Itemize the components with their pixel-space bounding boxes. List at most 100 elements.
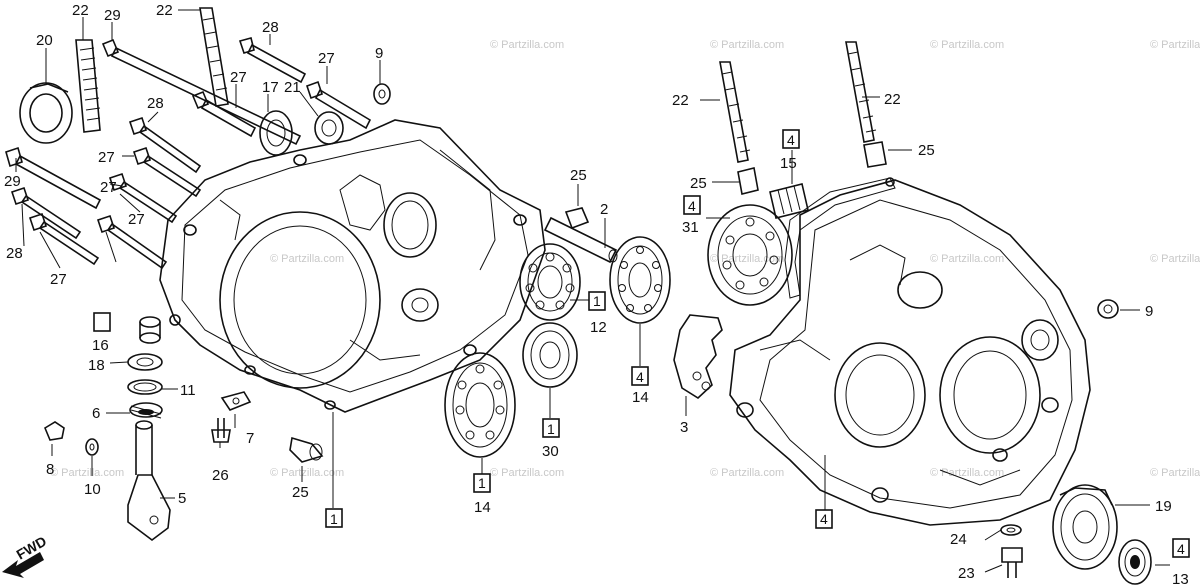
callout-28: 28: [147, 95, 164, 112]
callout-31: 31: [682, 219, 699, 236]
stud-22-d: [845, 41, 877, 143]
bolt-27-upper: [191, 90, 257, 138]
right-crankcase-half: [729, 177, 1091, 526]
callout-28: 28: [262, 19, 279, 36]
boxed-ref-4: 4: [787, 132, 795, 148]
callout-13: 13: [1172, 571, 1189, 588]
bearing-19: [1052, 484, 1118, 570]
callout-8: 8: [46, 461, 54, 478]
ring-11: [127, 379, 163, 395]
callout-2: 2: [600, 201, 608, 218]
bolt-28-top: [238, 37, 307, 84]
callout-26: 26: [212, 467, 229, 484]
box-frame: [782, 129, 800, 149]
bolt-29-top: [101, 38, 302, 146]
boxed-ref-1: 1: [478, 475, 486, 491]
box-frame: [93, 312, 111, 332]
oil-seal-20: [19, 82, 73, 144]
washer-9-right: [1097, 299, 1119, 319]
callout-21: 21: [284, 79, 301, 96]
callout-14: 14: [632, 389, 649, 406]
callout-28: 28: [6, 245, 23, 262]
seal-18: [127, 353, 163, 371]
bolt-26: [211, 418, 231, 443]
bolt-27-d: [96, 214, 168, 270]
callout-6: 6: [92, 405, 100, 422]
box-frame: [1172, 538, 1190, 558]
callout-20: 20: [36, 32, 53, 49]
dowel-25-left: [289, 436, 324, 463]
callout-27: 27: [50, 271, 67, 288]
callout-25: 25: [690, 175, 707, 192]
callout-22: 22: [884, 91, 901, 108]
stud-22-b: [199, 7, 229, 107]
callout-11: 11: [180, 382, 196, 399]
pin-2: [543, 216, 618, 264]
bearing-14-left: [444, 352, 516, 458]
watermark: © Partzilla.com: [490, 467, 564, 479]
watermark: © Partzilla.com: [930, 253, 1004, 265]
callout-18: 18: [88, 357, 105, 374]
leader-lines: [15, 9, 1170, 573]
dowel-25-center: [564, 207, 590, 230]
watermark: © Partzilla.com: [50, 467, 124, 479]
bolt-8: [43, 421, 65, 441]
boxed-ref-4: 4: [820, 511, 828, 527]
watermark: © Partzilla.com: [710, 39, 784, 51]
washer-9-left: [373, 83, 391, 105]
oil-seal-21: [314, 111, 344, 145]
box-frame: [631, 366, 649, 386]
watermark: © Partzilla.com: [1150, 253, 1200, 265]
box-frame: [473, 473, 491, 493]
washer-24: [1000, 524, 1022, 536]
callout-19: 19: [1155, 498, 1172, 515]
bearing-31: [707, 204, 793, 306]
callout-22: 22: [672, 92, 689, 109]
watermark: © Partzilla.com: [930, 467, 1004, 479]
watermark: © Partzilla.com: [270, 467, 344, 479]
box-frame: [815, 509, 833, 529]
callout-7: 7: [246, 430, 254, 447]
box-frame: [325, 508, 343, 528]
box-frame: [542, 418, 560, 438]
bolt-27-right: [305, 80, 372, 130]
callout-16: 16: [92, 337, 109, 354]
bearing-13: [1118, 539, 1152, 585]
stud-22-a: [75, 39, 101, 133]
dowel-25-right-1: [737, 167, 759, 195]
watermark: © Partzilla.com: [1150, 39, 1200, 51]
boxed-ref-4: 4: [1177, 541, 1185, 557]
callout-labels: 22 29 22 20 28 27 27 9 17 21 28 27 29 27…: [4, 2, 1189, 588]
bolt-28-mid: [128, 116, 202, 174]
bearing-14-right: [609, 236, 671, 324]
needle-bearing-15: [769, 183, 809, 219]
callout-27: 27: [98, 149, 115, 166]
dowel-25-right-2: [863, 141, 887, 168]
bearing-12: [519, 243, 581, 321]
watermark: © Partzilla.com: [1150, 467, 1200, 479]
crankcase-gasket: [673, 177, 896, 400]
watermark: © Partzilla.com: [710, 467, 784, 479]
box-frame: [683, 195, 701, 215]
callout-27: 27: [318, 50, 335, 67]
callout-9: 9: [1145, 303, 1153, 320]
spring-6: [129, 402, 163, 419]
watermarks: © Partzilla.com © Partzilla.com © Partzi…: [50, 39, 1200, 479]
callout-25: 25: [570, 167, 587, 184]
washer-10: [85, 438, 99, 456]
callout-12: 12: [590, 319, 607, 336]
callout-27: 27: [230, 69, 247, 86]
callout-15: 15: [780, 155, 797, 172]
callout-30: 30: [542, 443, 559, 460]
callout-22: 22: [156, 2, 173, 19]
callout-5: 5: [178, 490, 186, 507]
boxed-ref-1: 1: [547, 421, 555, 437]
callout-9: 9: [375, 45, 383, 62]
callout-14: 14: [474, 499, 491, 516]
callout-23: 23: [958, 565, 975, 582]
callout-17: 17: [262, 79, 279, 96]
bolt-27-c: [28, 212, 100, 266]
shift-shaft-5: [127, 420, 171, 541]
